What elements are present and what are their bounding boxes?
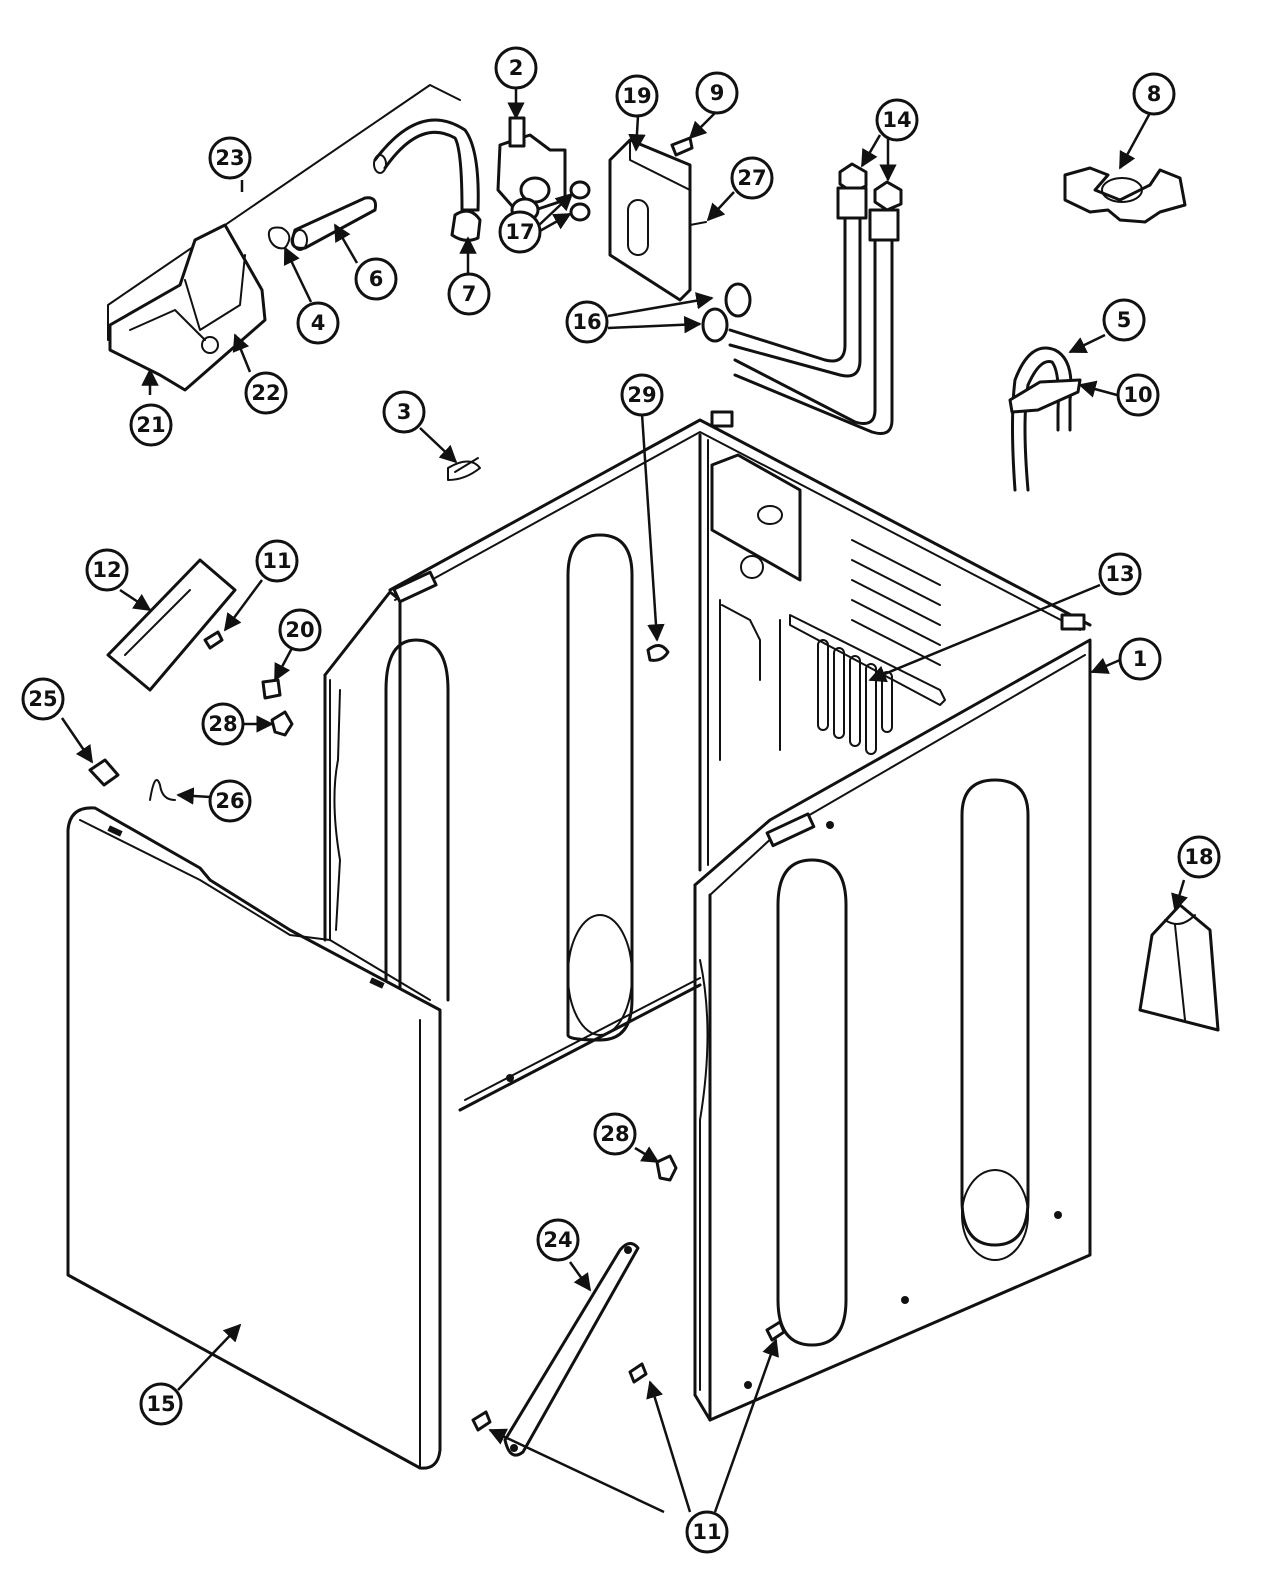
callout-15: 15 xyxy=(139,1382,183,1426)
callout-26: 26 xyxy=(208,779,252,823)
svg-text:15: 15 xyxy=(146,1392,175,1416)
callout-3: 3 xyxy=(382,390,426,434)
svg-text:4: 4 xyxy=(311,311,326,335)
callout-18: 18 xyxy=(1177,835,1221,879)
callout-24: 24 xyxy=(536,1218,580,1262)
callout-7: 7 xyxy=(447,272,491,316)
svg-text:20: 20 xyxy=(285,618,314,642)
svg-text:19: 19 xyxy=(622,84,651,108)
svg-text:9: 9 xyxy=(710,81,725,105)
svg-text:1: 1 xyxy=(1133,647,1148,671)
callout-14: 14 xyxy=(875,98,919,142)
svg-text:2: 2 xyxy=(509,56,524,80)
svg-text:3: 3 xyxy=(397,400,412,424)
cabinet xyxy=(323,410,1092,1422)
front-panel xyxy=(66,806,442,1470)
svg-text:12: 12 xyxy=(92,558,121,582)
svg-text:11: 11 xyxy=(692,1520,721,1544)
callout-8: 8 xyxy=(1132,72,1176,116)
callout-9: 9 xyxy=(695,71,739,115)
svg-text:18: 18 xyxy=(1184,845,1213,869)
mixing-valve-assembly xyxy=(88,84,1220,1432)
callout-16: 16 xyxy=(565,300,609,344)
svg-text:16: 16 xyxy=(572,310,601,334)
svg-text:29: 29 xyxy=(627,383,656,407)
callout-12: 12 xyxy=(85,548,129,592)
callout-21: 21 xyxy=(129,403,173,447)
callout-22: 22 xyxy=(244,371,288,415)
callout-5: 5 xyxy=(1102,298,1146,342)
callout-25: 25 xyxy=(21,677,65,721)
callout-27: 27 xyxy=(730,156,774,200)
callout-2: 2 xyxy=(494,46,538,90)
svg-text:24: 24 xyxy=(543,1228,572,1252)
callout-11-upper: 11 xyxy=(255,539,299,583)
callout-28-upper: 28 xyxy=(201,702,245,746)
svg-text:26: 26 xyxy=(215,789,244,813)
svg-text:25: 25 xyxy=(28,687,57,711)
svg-text:28: 28 xyxy=(600,1122,629,1146)
callout-19: 19 xyxy=(615,74,659,118)
svg-text:28: 28 xyxy=(208,712,237,736)
svg-text:14: 14 xyxy=(882,108,911,132)
callout-10: 10 xyxy=(1116,373,1160,417)
svg-text:7: 7 xyxy=(462,282,477,306)
callout-28-lower: 28 xyxy=(593,1112,637,1156)
leg-brace xyxy=(503,1242,640,1457)
svg-text:17: 17 xyxy=(505,220,534,244)
callout-1: 1 xyxy=(1118,637,1162,681)
svg-text:10: 10 xyxy=(1123,383,1152,407)
callout-20: 20 xyxy=(278,608,322,652)
leader-lines xyxy=(60,86,1188,1514)
svg-text:22: 22 xyxy=(251,381,280,405)
svg-text:21: 21 xyxy=(136,413,165,437)
callout-4: 4 xyxy=(296,301,340,345)
callout-17: 17 xyxy=(498,210,542,254)
callout-11-lower: 11 xyxy=(685,1510,729,1554)
svg-text:8: 8 xyxy=(1147,82,1162,106)
svg-text:6: 6 xyxy=(369,267,384,291)
svg-text:23: 23 xyxy=(215,146,244,170)
callout-13: 13 xyxy=(1098,552,1142,596)
svg-text:5: 5 xyxy=(1117,308,1132,332)
callout-23: 23 xyxy=(208,136,252,180)
svg-text:13: 13 xyxy=(1105,562,1134,586)
callout-29: 29 xyxy=(620,373,664,417)
callout-6: 6 xyxy=(354,257,398,301)
svg-text:27: 27 xyxy=(737,166,766,190)
svg-text:11: 11 xyxy=(262,549,291,573)
callouts: 1 2 3 4 5 6 7 8 9 10 11 11 12 13 14 15 1… xyxy=(21,46,1221,1554)
